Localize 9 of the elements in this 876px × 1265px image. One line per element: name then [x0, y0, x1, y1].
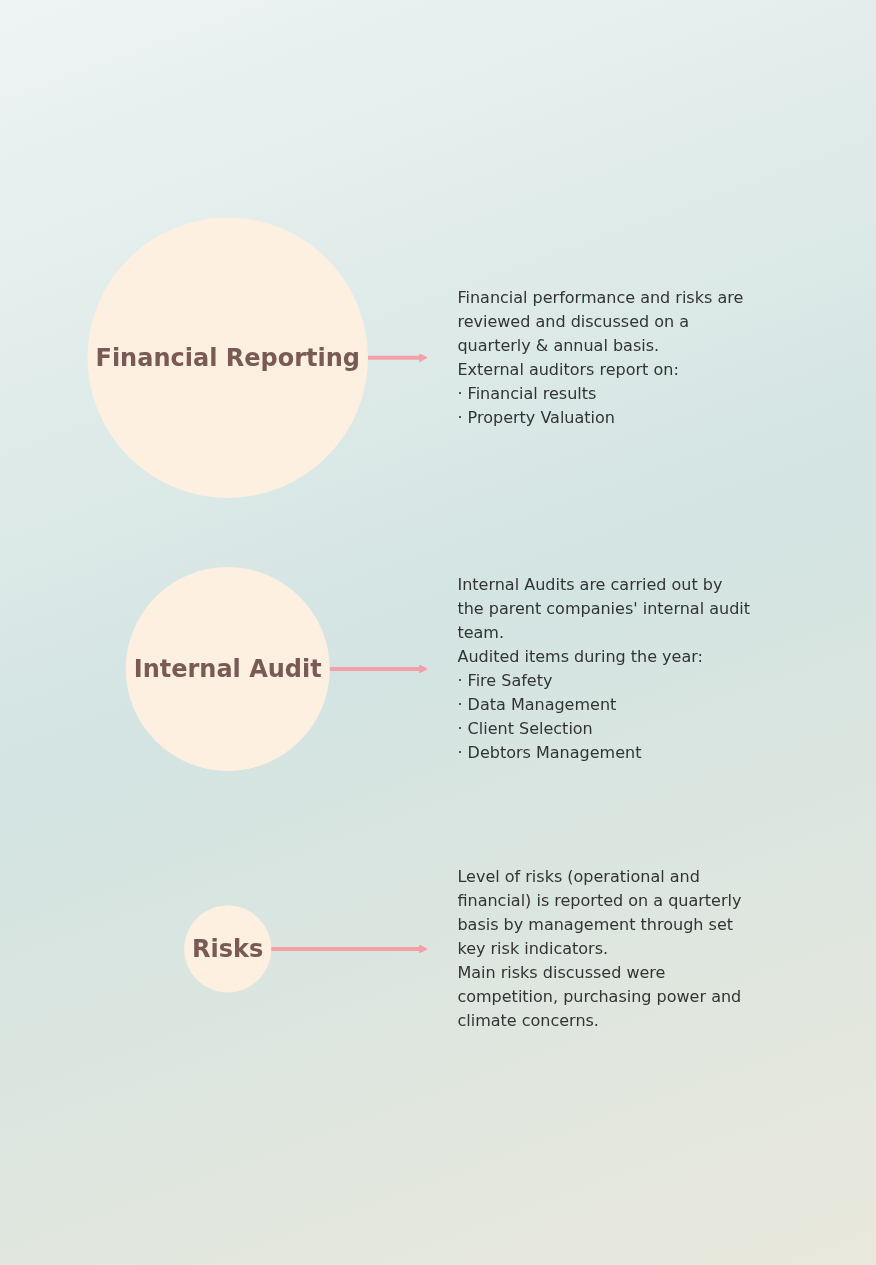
node-circle: Risks — [184, 904, 272, 993]
node-circle: Financial Reporting — [87, 217, 369, 498]
node-text: Level of risks (operational and financial) is reported on a quarterly basis by management through set key risk indicators. Main risks discussed were competition, purchasing power and climate concerns. — [457, 866, 742, 1030]
arrow — [271, 944, 429, 953]
node-text: Financial performance and risks are reviewed and discussed on a quarterly & annual basis. External auditors report on: · Financial results · Property Valuation — [457, 287, 744, 427]
node-circle: Internal Audit — [126, 566, 330, 771]
arrow — [329, 664, 429, 673]
arrow — [367, 352, 429, 362]
node-text: Internal Audits are carried out by the parent companies' internal audit team. Audited items during the year: · Fire Safety · Data Management · Client Selection · Debtors Management — [457, 574, 751, 762]
